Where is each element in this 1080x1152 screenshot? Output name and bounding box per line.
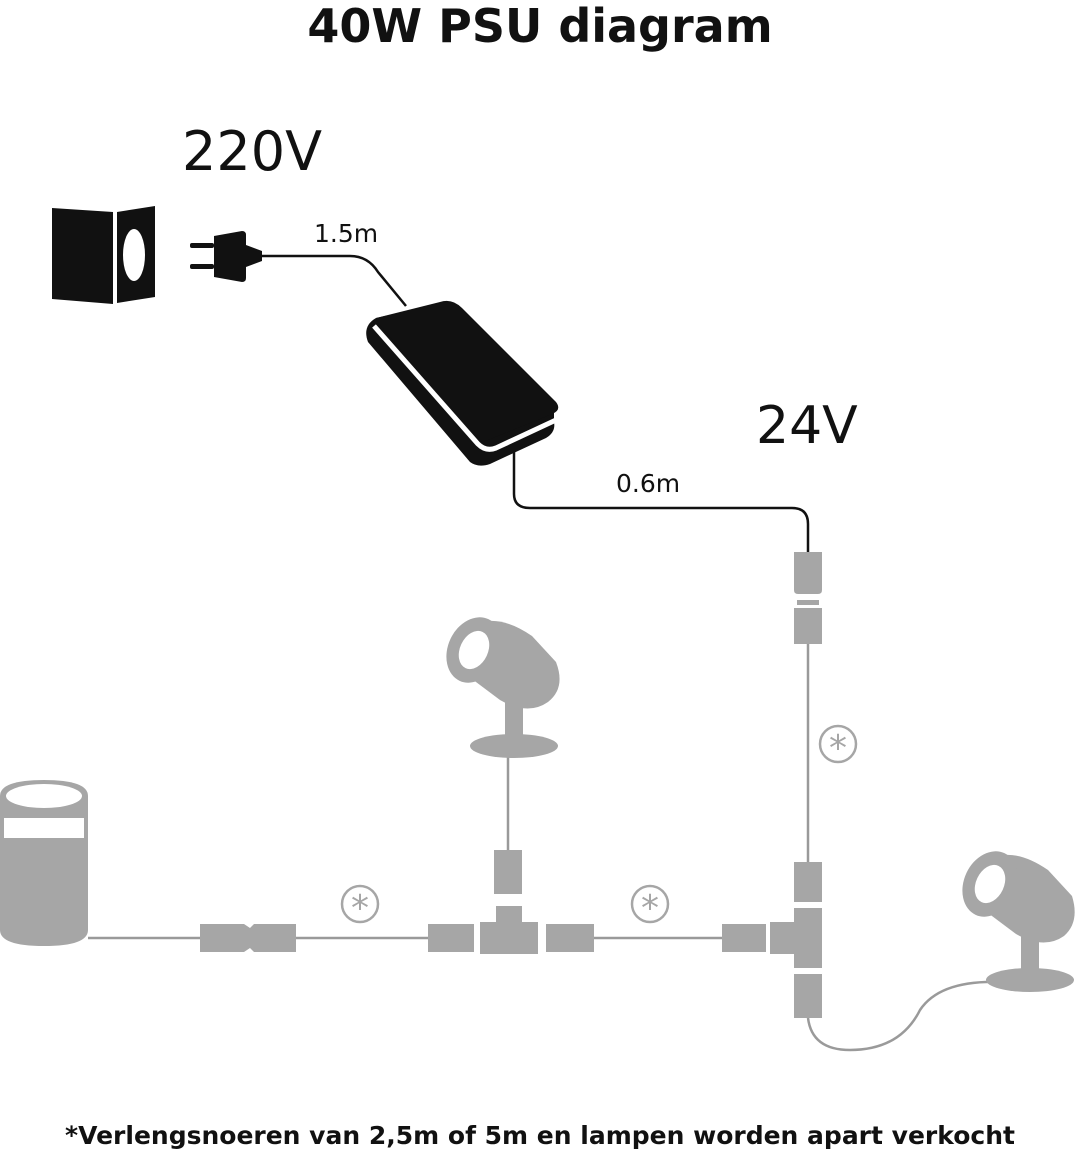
connector-icon	[794, 974, 822, 1018]
connector-icon	[794, 862, 822, 902]
connector-icon	[428, 924, 474, 952]
grey-cable-network	[88, 644, 1001, 1052]
low-voltage-label: 24V	[756, 396, 858, 456]
bollard-light-icon	[0, 780, 88, 946]
t-splitter-icon	[480, 906, 538, 954]
connector-icon	[200, 924, 296, 952]
wall-socket-icon	[52, 206, 155, 304]
power-supply-icon	[366, 300, 559, 466]
extension-marker-middle: *	[630, 884, 670, 929]
low-voltage-cable	[512, 452, 810, 552]
plug-icon	[190, 231, 262, 282]
t-splitter-icon	[770, 908, 822, 968]
mains-cable-length-label: 1.5m	[314, 219, 378, 248]
connector-icon	[494, 850, 522, 894]
mains-voltage-label: 220V	[182, 120, 322, 183]
low-cable-length-label: 0.6m	[616, 469, 680, 498]
extension-marker-left: *	[340, 884, 380, 929]
footnote: *Verlengsnoeren van 2,5m of 5m en lampen…	[65, 1121, 1015, 1150]
mains-cable	[262, 254, 407, 307]
spotlight-icon	[446, 617, 560, 758]
extension-marker-symbol: *	[641, 888, 659, 929]
extension-marker-symbol: *	[829, 728, 847, 769]
connector-icon	[794, 552, 822, 644]
connector-icon	[546, 924, 766, 952]
extension-marker-vertical: *	[818, 724, 858, 769]
spotlight-icon	[962, 851, 1075, 992]
extension-marker-symbol: *	[351, 888, 369, 929]
diagram-title: 40W PSU diagram	[307, 0, 772, 53]
